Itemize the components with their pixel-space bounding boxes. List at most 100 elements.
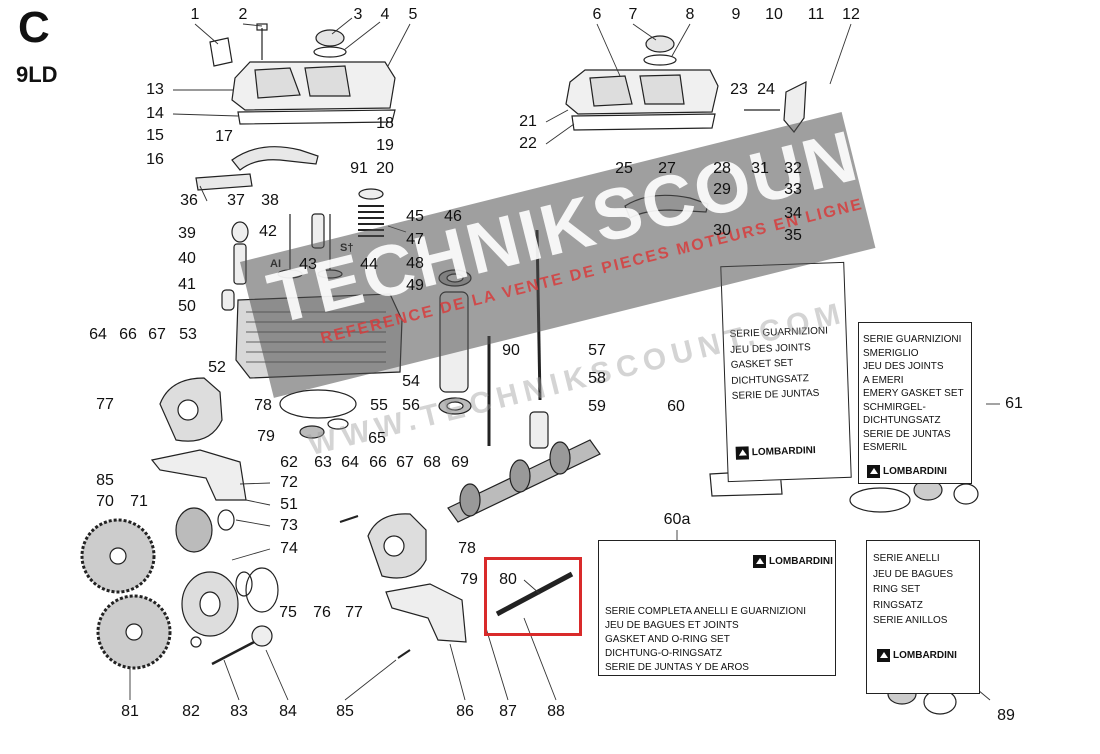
callout-number: 64 xyxy=(341,454,359,471)
callout-number: 52 xyxy=(208,359,226,376)
engine-code: 9LD xyxy=(16,62,58,87)
callout-number: 10 xyxy=(765,6,783,23)
tappet xyxy=(529,411,549,449)
oil-cap-left xyxy=(315,29,345,47)
callout-number: 50 xyxy=(178,298,196,315)
kit61-logo: LOMBARDINI xyxy=(883,466,947,477)
lombardini-logo-icon xyxy=(867,465,880,478)
callout-number: 78 xyxy=(254,397,272,414)
bolt-83 xyxy=(211,638,259,666)
callout-number: 38 xyxy=(261,192,279,209)
callout-number: 75 xyxy=(279,604,297,621)
callout-number: 91 xyxy=(350,160,368,177)
callout-number: 48 xyxy=(406,255,424,272)
callout-number: 5 xyxy=(408,6,418,23)
callout-number: 67 xyxy=(396,454,414,471)
callout-number: 77 xyxy=(96,396,114,413)
oil-cap-right xyxy=(645,35,675,53)
callout-number: 88 xyxy=(547,703,565,720)
lifting-bracket xyxy=(209,37,233,67)
callout-number: 80 xyxy=(499,571,517,588)
callout-number: 90 xyxy=(502,342,520,359)
callout-number: 58 xyxy=(588,370,606,387)
callout-number: 74 xyxy=(280,540,298,557)
callout-number: 6 xyxy=(592,6,602,23)
kit60a-line: SERIE DE JUNTAS Y DE AROS xyxy=(605,662,749,673)
callout-number: 31 xyxy=(751,160,769,177)
callout-number: 53 xyxy=(179,326,197,343)
kit61-line: SERIE DE JUNTAS xyxy=(863,428,951,440)
callout-number: 44 xyxy=(360,256,378,273)
callout-number: 18 xyxy=(376,115,394,132)
rocker-arm-left xyxy=(231,146,319,171)
callout-number: 8 xyxy=(685,6,695,23)
callout-number: 17 xyxy=(215,128,233,145)
callout-number: 42 xyxy=(259,223,277,240)
callout-number: 76 xyxy=(313,604,331,621)
callout-number: 15 xyxy=(146,127,164,144)
callout-number: 19 xyxy=(376,137,394,154)
callout-number: 77 xyxy=(345,604,363,621)
callout-number: 25 xyxy=(615,160,633,177)
callout-number: 79 xyxy=(257,428,275,445)
valve-spring xyxy=(358,205,384,237)
kit60a-line: JEU DE BAGUES ET JOINTS xyxy=(605,620,739,631)
callout-number: 35 xyxy=(784,227,802,244)
kit61-line: A EMERI xyxy=(863,374,904,386)
callout-number: 23 xyxy=(730,81,748,98)
callout-number: 61 xyxy=(1005,395,1023,412)
lombardini-logo-icon xyxy=(753,555,766,568)
callout-number: 21 xyxy=(519,113,537,130)
callout-number: 43 xyxy=(299,256,317,273)
callout-number: 59 xyxy=(588,398,606,415)
cover-gasket-right xyxy=(571,113,716,131)
callout-number: 14 xyxy=(146,105,164,122)
callout-number: 9 xyxy=(731,6,741,23)
kit61-line: DICHTUNGSATZ xyxy=(863,415,941,426)
callout-number: 69 xyxy=(451,454,469,471)
callout-number: 78 xyxy=(458,540,476,557)
callout-number: 68 xyxy=(423,454,441,471)
callout-number: 41 xyxy=(178,276,196,293)
callout-number: 57 xyxy=(588,342,606,359)
callout-number: 3 xyxy=(353,6,363,23)
callout-number: 64 xyxy=(89,326,107,343)
kit60-line: SERIE DE JUNTAS xyxy=(731,387,820,402)
callout-number: 72 xyxy=(280,474,298,491)
callout-number: 27 xyxy=(658,160,676,177)
callout-number: 33 xyxy=(784,181,802,198)
callout-number: 20 xyxy=(376,160,394,177)
kit60a-line: DICHTUNG-O-RINGSATZ xyxy=(605,648,723,659)
callout-number: 65 xyxy=(368,430,386,447)
governor-fork-lower xyxy=(385,583,467,643)
callout-number: 82 xyxy=(182,703,200,720)
kit60a-line: GASKET AND O-RING SET xyxy=(605,634,730,645)
callout-number: 1 xyxy=(190,6,200,23)
kit89-line: JEU DE BAGUES xyxy=(873,568,954,580)
callout-number: 29 xyxy=(713,181,731,198)
callout-number: 55 xyxy=(370,397,388,414)
callout-number: 46 xyxy=(444,208,462,225)
callout-number: 66 xyxy=(119,326,137,343)
kit60-logo: LOMBARDINI xyxy=(751,445,816,459)
callout-number: 67 xyxy=(148,326,166,343)
callout-number: 60 xyxy=(667,398,685,415)
callout-number: 83 xyxy=(230,703,248,720)
callout-number: 60a xyxy=(663,511,691,528)
gasket-kit-60: SERIE GUARNIZIONI JEU DES JOINTS GASKET … xyxy=(720,261,852,483)
callout-number: 12 xyxy=(842,6,860,23)
washer-84 xyxy=(251,625,273,647)
kit89-line: RING SET xyxy=(873,584,921,595)
callout-number: 2 xyxy=(238,6,248,23)
callout-number: 24 xyxy=(757,81,775,98)
o-ring-55 xyxy=(279,389,357,419)
complete-kit-60a: LOMBARDINI SERIE COMPLETA ANELLI E GUARN… xyxy=(598,540,836,676)
governor-fork xyxy=(150,449,247,501)
callout-number: 16 xyxy=(146,151,164,168)
callout-number: 11 xyxy=(807,6,825,23)
callout-number: 86 xyxy=(456,703,474,720)
rocker-shaft-left xyxy=(195,173,253,191)
callout-number: 51 xyxy=(280,496,298,513)
callout-number: 13 xyxy=(146,81,164,98)
callout-number: 34 xyxy=(784,205,802,222)
